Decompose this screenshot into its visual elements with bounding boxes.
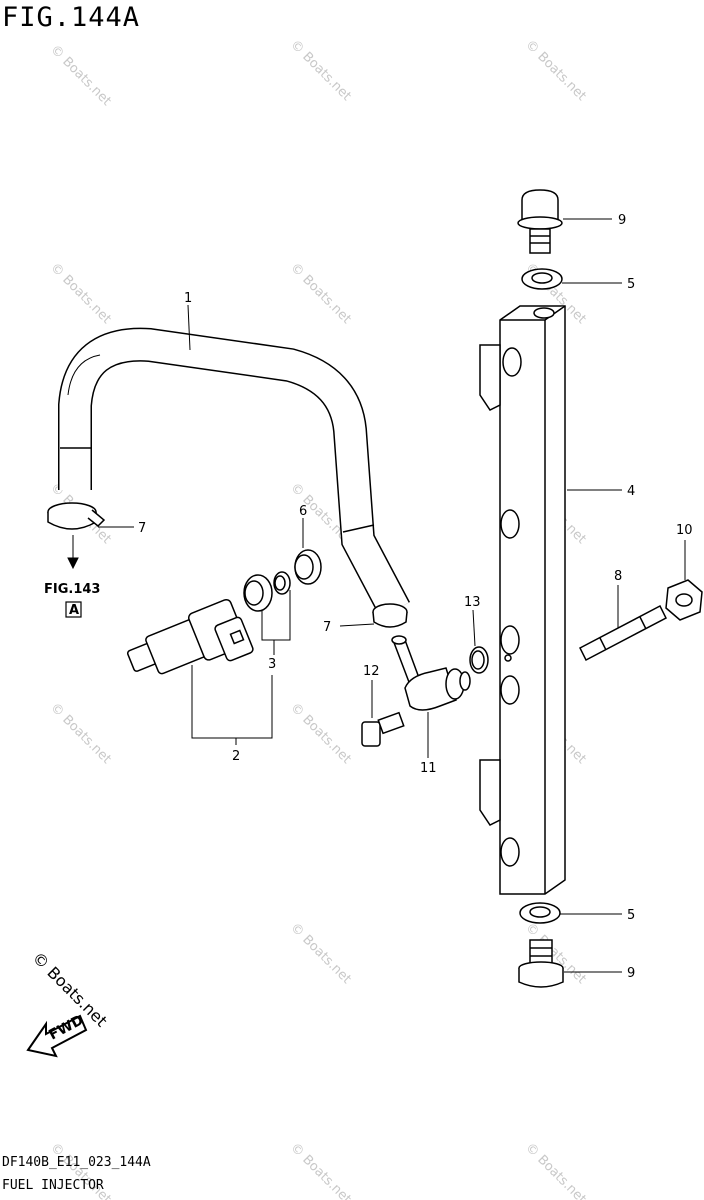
seal-ring-small <box>273 571 291 595</box>
leader-lines <box>98 218 686 973</box>
watermark: © Boats.net <box>287 700 354 767</box>
figure-reference[interactable]: FIG.143 A <box>44 582 100 618</box>
watermark: © Boats.net <box>522 37 589 104</box>
reference-box <box>65 601 82 618</box>
seal-ring-large <box>243 574 273 612</box>
fuel-injector <box>126 598 254 675</box>
nut <box>665 579 703 621</box>
hose-clip-left <box>47 502 106 530</box>
figure-title: FIG.144A <box>2 2 141 33</box>
callout-11: 11 <box>420 761 437 776</box>
watermark: © Boats.net <box>522 1140 589 1200</box>
reference-box-letter: A <box>69 603 79 618</box>
callout-9-top: 9 <box>618 213 626 228</box>
callout-12: 12 <box>363 664 380 679</box>
callout-3: 3 <box>268 657 276 672</box>
watermark: © Boats.net <box>47 42 114 109</box>
grommet <box>294 549 322 585</box>
watermark: © Boats.net <box>47 260 114 327</box>
watermark: © Boats.net <box>287 37 354 104</box>
figure-name: FUEL INJECTOR <box>2 1178 104 1193</box>
fuel-hose <box>58 327 411 618</box>
watermark: © Boats.net <box>287 260 354 327</box>
callout-5-top: 5 <box>627 277 635 292</box>
callout-4: 4 <box>627 484 635 499</box>
fuel-rail <box>479 305 566 895</box>
callout-13: 13 <box>464 595 481 610</box>
hose-clip-right <box>372 603 408 628</box>
bolt-small <box>361 711 405 747</box>
watermark: © Boats.net <box>287 920 354 987</box>
callout-6: 6 <box>299 504 307 519</box>
bolt-bottom <box>518 939 564 988</box>
callouts: 1 2 3 4 5 5 6 7 7 8 9 9 10 11 12 13 <box>138 213 693 981</box>
hose-joint <box>391 635 471 711</box>
watermark: © Boats.net <box>287 1140 354 1200</box>
callout-5-bottom: 5 <box>627 908 635 923</box>
o-ring <box>469 646 489 674</box>
callout-2: 2 <box>232 749 240 764</box>
reference-arrow <box>67 535 79 570</box>
washer-bottom <box>519 902 561 924</box>
callout-8: 8 <box>614 569 622 584</box>
callout-1: 1 <box>184 291 192 306</box>
stud-bolt <box>579 604 667 662</box>
figure-code: DF140B_E11_023_144A <box>2 1155 151 1170</box>
callout-10: 10 <box>676 523 693 538</box>
callout-9-bottom: 9 <box>627 966 635 981</box>
callout-7-right: 7 <box>323 620 331 635</box>
washer-top <box>521 268 563 290</box>
reference-figure-label: FIG.143 <box>44 582 100 597</box>
callout-7-left: 7 <box>138 521 146 536</box>
watermark: © Boats.net <box>47 700 114 767</box>
forward-arrow: FWD <box>26 1012 88 1058</box>
bolt-top <box>517 189 563 254</box>
